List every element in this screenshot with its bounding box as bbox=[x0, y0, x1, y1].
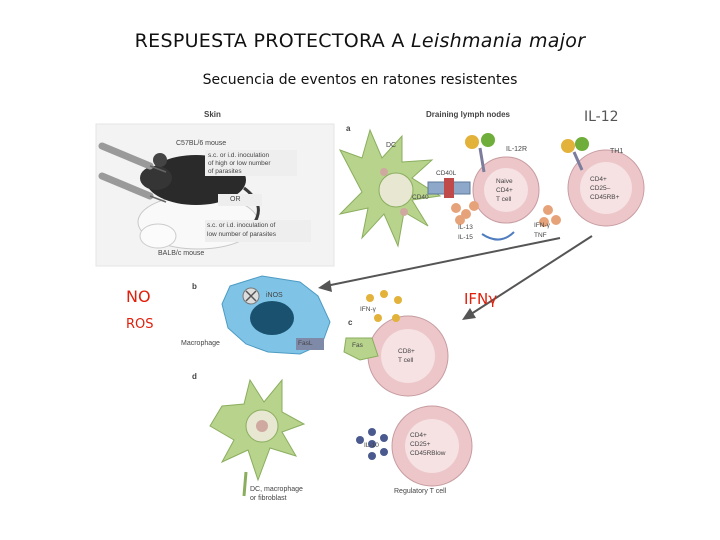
treg-marker-line1: CD4+ bbox=[410, 432, 427, 439]
il10-dots bbox=[356, 428, 388, 460]
panel-c-label: c bbox=[348, 318, 353, 327]
arrow-to-cd8 bbox=[462, 235, 593, 320]
inoculation-low-line1: s.c. or i.d. inoculation of bbox=[207, 222, 276, 229]
naive-t-cell bbox=[472, 156, 540, 224]
cd8-t-cell bbox=[367, 315, 449, 397]
il12-receptor bbox=[465, 133, 589, 173]
regulatory-t-cell bbox=[391, 405, 473, 487]
slide-subtitle: Secuencia de eventos en ratones resisten… bbox=[202, 72, 518, 88]
skin-header: Skin bbox=[204, 110, 221, 119]
ifn-gamma-c-label: IFN-γ bbox=[360, 306, 376, 313]
dendritic-cell bbox=[338, 128, 442, 248]
fas-label: Fas bbox=[352, 342, 363, 349]
arrow-to-macrophage bbox=[318, 237, 561, 292]
cd40-interaction bbox=[427, 178, 471, 198]
ros-overlay-label: ROS bbox=[126, 317, 154, 332]
macrophage-label: Macrophage bbox=[181, 340, 220, 347]
th1-marker-line2: CD25– bbox=[590, 185, 611, 192]
dc-macrophage-label-line2: or fibroblast bbox=[250, 495, 287, 502]
il13-label: IL-13 bbox=[458, 224, 473, 231]
treg-marker-line3: CD45RBlow bbox=[410, 450, 446, 457]
treg-marker-line2: CD25+ bbox=[410, 441, 431, 448]
slide-title: RESPUESTA PROTECTORA A Leishmania major bbox=[0, 30, 720, 52]
no-overlay-label: NO bbox=[126, 287, 151, 306]
dc-macrophage-fibroblast-cell bbox=[209, 378, 306, 497]
cd8-label-line1: CD8+ bbox=[398, 348, 415, 355]
tnf-label: TNF bbox=[534, 232, 547, 239]
ifn-dots bbox=[366, 290, 402, 322]
inoculation-high-line1: s.c. or i.d. inoculation bbox=[208, 152, 270, 159]
il12r-label: IL-12R bbox=[506, 146, 528, 153]
fasl-label: FasL bbox=[298, 340, 313, 347]
dc-label: DC bbox=[386, 142, 397, 149]
ifng-overlay-label: IFNγ bbox=[464, 290, 498, 308]
il12-overlay-label: IL-12 bbox=[584, 109, 619, 125]
c57-mouse-label: C57BL/6 mouse bbox=[176, 140, 227, 147]
macrophage-cell bbox=[221, 275, 331, 355]
panel-b-label: b bbox=[192, 282, 197, 291]
il10-label: IL-10 bbox=[364, 442, 379, 449]
ifn-gamma-small-label: IFN-γ bbox=[534, 222, 550, 229]
syringe-icon bbox=[98, 172, 167, 203]
inoculation-low-line2: low number of parasites bbox=[207, 231, 277, 238]
il15-label: IL-15 bbox=[458, 234, 473, 241]
th1-marker-line1: CD4+ bbox=[590, 176, 607, 183]
slide-title-species: Leishmania major bbox=[411, 30, 586, 52]
mouse-photo bbox=[95, 123, 335, 267]
fas-cell-fragment bbox=[343, 337, 379, 361]
inoculation-high-line2: of high or low number bbox=[208, 160, 271, 167]
inoculation-high-line3: of parasites bbox=[208, 168, 242, 175]
dc-macrophage-label-line1: DC, macrophage bbox=[250, 486, 303, 493]
naive-label-line1: Naive bbox=[496, 178, 513, 185]
th1-cell bbox=[567, 149, 645, 227]
lymph-nodes-header: Draining lymph nodes bbox=[426, 110, 511, 119]
naive-label-line3: T cell bbox=[496, 196, 512, 203]
cd40-label: CD40 bbox=[412, 194, 429, 201]
naive-label-line2: CD4+ bbox=[496, 187, 513, 194]
regulatory-t-cell-label: Regulatory T cell bbox=[394, 488, 447, 495]
cytokine-dots bbox=[451, 201, 561, 227]
cd40l-label: CD40L bbox=[436, 170, 457, 177]
balb-mouse-label: BALB/c mouse bbox=[158, 250, 205, 257]
th1-marker-line3: CD45RB+ bbox=[590, 194, 620, 201]
or-label: OR bbox=[230, 196, 241, 203]
syringe-icon bbox=[98, 142, 167, 173]
inos-label: iNOS bbox=[266, 292, 283, 299]
curved-arrow bbox=[481, 231, 515, 241]
slide-title-main: RESPUESTA PROTECTORA A bbox=[134, 30, 405, 52]
th1-label: TH1 bbox=[610, 148, 624, 155]
panel-a-label: a bbox=[346, 124, 351, 133]
cd8-label-line2: T cell bbox=[398, 357, 414, 364]
panel-d-label: d bbox=[192, 372, 197, 381]
